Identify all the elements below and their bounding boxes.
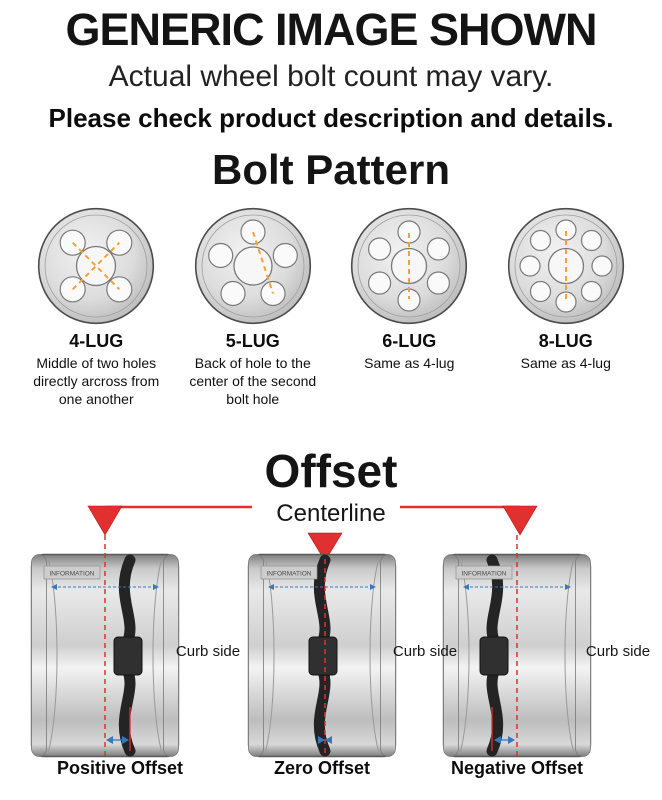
centerline-label: Centerline xyxy=(276,500,386,527)
bolt-pattern-row: 4-LUG Middle of two holes directly arcro… xyxy=(18,206,644,409)
lug-8-label: 8-LUG xyxy=(538,331,593,351)
barrel-watermark: INFORMATION xyxy=(461,571,506,578)
spoke-section xyxy=(313,554,331,649)
barrel-label-plate xyxy=(260,565,318,580)
offset-label-zero: Zero Offset xyxy=(273,758,370,778)
lug-8-description: Same as 4-lug xyxy=(520,355,611,371)
offset-label-positive: Positive Offset xyxy=(56,758,184,778)
disclaimer-note: Please check product description and det… xyxy=(48,103,614,133)
offset-heading: Offset xyxy=(264,445,398,497)
lug-6-diagram-icon xyxy=(351,207,468,325)
centerline-marker-icon xyxy=(307,532,343,562)
barrel-watermark: INFORMATION xyxy=(266,571,311,578)
subtitle: Actual wheel bolt count may vary. xyxy=(108,60,554,93)
spoke-section xyxy=(118,554,136,649)
measure-line-icon xyxy=(72,241,121,291)
curb-side-label: Curb side xyxy=(392,643,458,660)
bolt-pattern-heading: Bolt Pattern xyxy=(211,146,450,193)
barrel-label-plate xyxy=(43,565,101,580)
centerline-marker-icon xyxy=(87,505,123,536)
offset-measure-positive xyxy=(106,736,129,744)
lug-item-4: 4-LUG Middle of two holes directly arcro… xyxy=(18,206,175,409)
measure-line-icon xyxy=(72,241,121,291)
lug-8-diagram-icon xyxy=(507,207,624,325)
lug-item-8: 8-LUG Same as 4-lug xyxy=(488,206,645,409)
hub-section xyxy=(308,636,338,676)
main-title: GENERIC IMAGE SHOWN xyxy=(65,4,597,55)
lug-4-diagram-icon xyxy=(38,207,155,325)
offset-label-negative: Negative Offset xyxy=(450,758,584,778)
hub-section xyxy=(479,636,509,676)
lug-6-label: 6-LUG xyxy=(382,331,437,351)
offset-diagram: INFORMATION INFORMATION xyxy=(0,495,662,800)
barrel-label-plate xyxy=(455,565,513,580)
curb-side-label: Curb side xyxy=(585,643,651,660)
hub-section xyxy=(113,636,143,676)
offset-diagram-graphic: INFORMATION INFORMATION xyxy=(30,505,592,758)
lug-4-description: Middle of two holes directly arcross fro… xyxy=(33,355,160,407)
barrel-watermark: INFORMATION xyxy=(49,571,94,578)
offset-measure-negative xyxy=(494,736,515,744)
lug-5-label: 5-LUG xyxy=(225,331,280,351)
lug-item-6: 6-LUG Same as 4-lug xyxy=(331,206,488,409)
lug-5-diagram-icon xyxy=(194,207,311,325)
lug-item-5: 5-LUG Back of hole to the center of the … xyxy=(175,206,332,409)
lug-4-label: 4-LUG xyxy=(69,331,124,351)
offset-measure-zero xyxy=(318,736,332,744)
curb-side-label: Curb side xyxy=(175,643,241,660)
centerline-marker-icon xyxy=(502,505,538,536)
measure-line-icon xyxy=(251,231,274,294)
lug-5-description: Back of hole to the center of the second… xyxy=(189,355,317,407)
wheel-cross-section-zero: INFORMATION xyxy=(247,553,397,758)
lug-6-description: Same as 4-lug xyxy=(364,355,455,371)
